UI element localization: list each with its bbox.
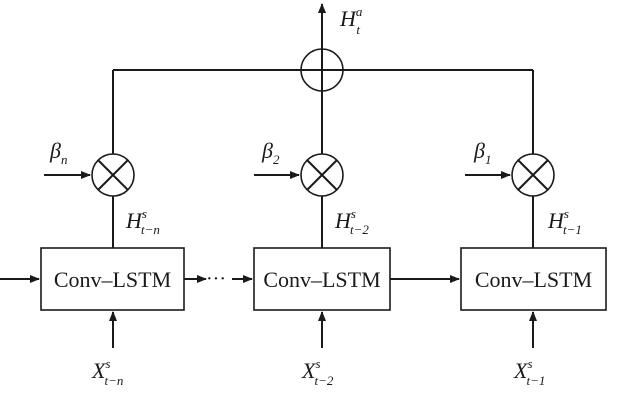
conv-lstm-label-2: Conv–LSTM	[263, 267, 380, 292]
weight-label-n: βn	[49, 138, 67, 167]
conv-lstm-box-n	[40, 247, 185, 311]
weight-label-2: β2	[261, 138, 280, 167]
multiply-node-1	[511, 153, 555, 197]
conv-lstm-label-n: Conv–LSTM	[54, 267, 171, 292]
multiply-node-2	[300, 153, 344, 197]
multiply-node-n	[91, 153, 135, 197]
sum-node	[300, 48, 344, 92]
conv-lstm-box-2	[253, 247, 391, 311]
conv-lstm-box-1	[460, 247, 607, 311]
conv-lstm-label-1: Conv–LSTM	[475, 267, 592, 292]
weight-label-1: β1	[473, 138, 491, 167]
ellipsis: ···	[206, 268, 226, 290]
